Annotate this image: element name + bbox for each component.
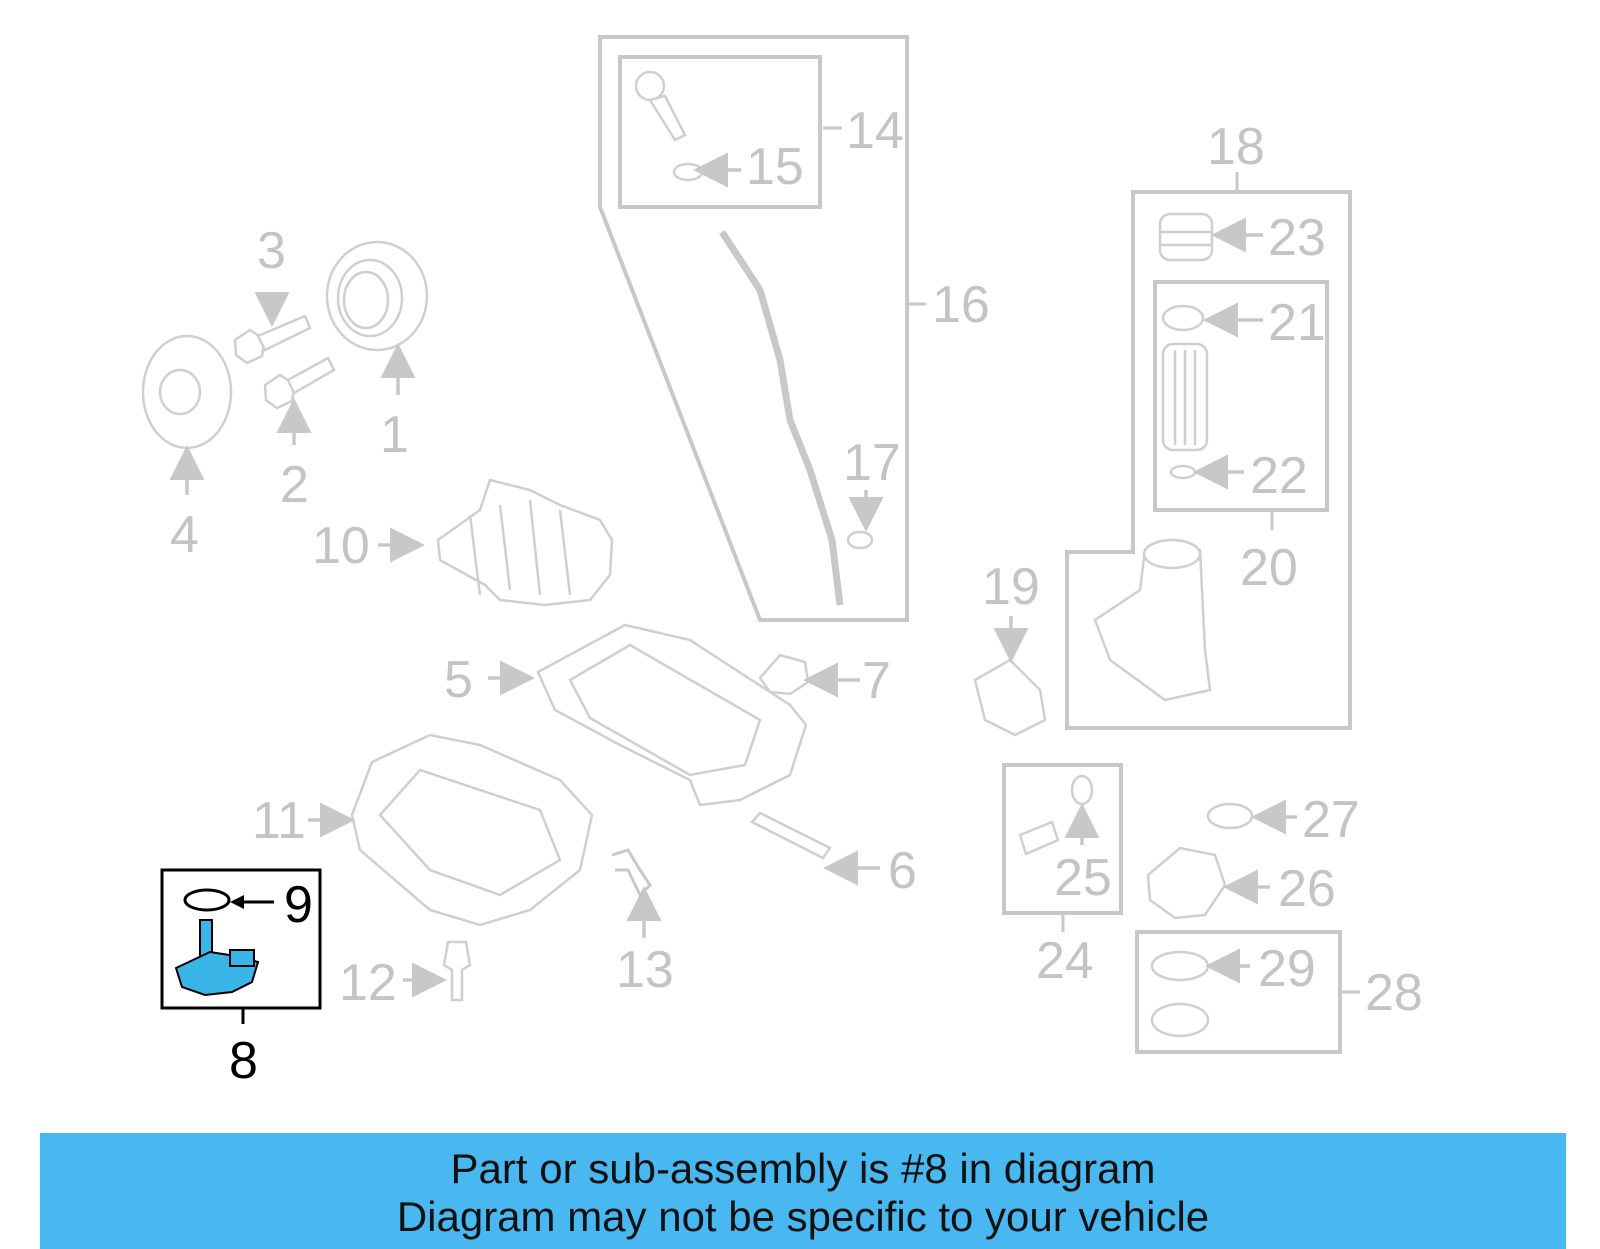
callout-25: 25 — [1054, 849, 1112, 907]
callout-26: 26 — [1278, 860, 1336, 918]
callout-5: 5 — [444, 651, 473, 709]
callout-11: 11 — [252, 792, 306, 850]
sensor-part-25 — [1018, 774, 1094, 856]
pulley-disc-part — [141, 334, 233, 450]
group-box-18 — [1065, 190, 1352, 730]
callout-29: 29 — [1258, 940, 1316, 998]
callout-22: 22 — [1250, 447, 1308, 505]
callout-8: 8 — [229, 1032, 258, 1090]
callout-15: 15 — [746, 138, 804, 196]
oil-level-sensor-part-8 — [174, 919, 260, 997]
callout-14: 14 — [846, 102, 904, 160]
callout-19: 19 — [982, 558, 1040, 616]
oil-filter-cap-part — [1158, 212, 1214, 262]
dipstick-cap-part — [634, 70, 704, 182]
o-ring-part-9 — [183, 888, 231, 912]
callout-12: 12 — [339, 954, 397, 1012]
seal-part-29 — [1150, 950, 1210, 982]
callout-2: 2 — [280, 456, 309, 514]
callout-23: 23 — [1268, 209, 1326, 267]
o-ring-part-22 — [1169, 464, 1197, 480]
clip-part-13 — [611, 848, 652, 898]
gasket-part-19 — [973, 658, 1047, 737]
callout-13: 13 — [616, 941, 674, 999]
gasket-strip-part-6 — [749, 811, 832, 860]
callout-4: 4 — [170, 506, 199, 564]
crank-pulley-part — [325, 240, 429, 352]
oil-filter-housing-part — [1093, 538, 1212, 702]
callout-18: 18 — [1207, 118, 1265, 176]
callout-28: 28 — [1365, 964, 1423, 1022]
bolt-part-3 — [233, 314, 312, 365]
callout-21: 21 — [1268, 294, 1326, 352]
banner-line-part-number: Part or sub-assembly is #8 in diagram — [450, 1145, 1156, 1192]
cooler-part-26 — [1146, 846, 1227, 920]
dipstick-tube-part — [719, 230, 844, 606]
callout-6: 6 — [888, 842, 917, 900]
callout-1: 1 — [380, 406, 409, 464]
callout-24: 24 — [1036, 932, 1094, 990]
group-box-20 — [1153, 280, 1329, 512]
banner-line-disclaimer: Diagram may not be specific to your vehi… — [396, 1193, 1210, 1240]
info-banner: Part or sub-assembly is #8 in diagram Di… — [40, 1133, 1566, 1249]
plug-part-7 — [758, 653, 810, 696]
plug-part-12 — [442, 940, 472, 1002]
callout-9: 9 — [284, 876, 313, 934]
callout-7: 7 — [862, 652, 891, 710]
bolt-part-2 — [263, 356, 336, 410]
callout-3: 3 — [257, 222, 286, 280]
callout-17: 17 — [843, 434, 901, 492]
callout-27: 27 — [1302, 791, 1360, 849]
group-box-14 — [618, 55, 822, 209]
group-box-8 — [160, 868, 322, 1010]
callout-16: 16 — [932, 276, 990, 334]
windage-tray-part — [436, 478, 614, 607]
callout-10: 10 — [312, 517, 370, 575]
oil-filter-element-part — [1161, 342, 1209, 452]
o-ring-part-21 — [1161, 304, 1205, 332]
group-box-16 — [598, 35, 909, 622]
callout-20: 20 — [1240, 539, 1298, 597]
o-ring-part-27 — [1206, 802, 1254, 830]
